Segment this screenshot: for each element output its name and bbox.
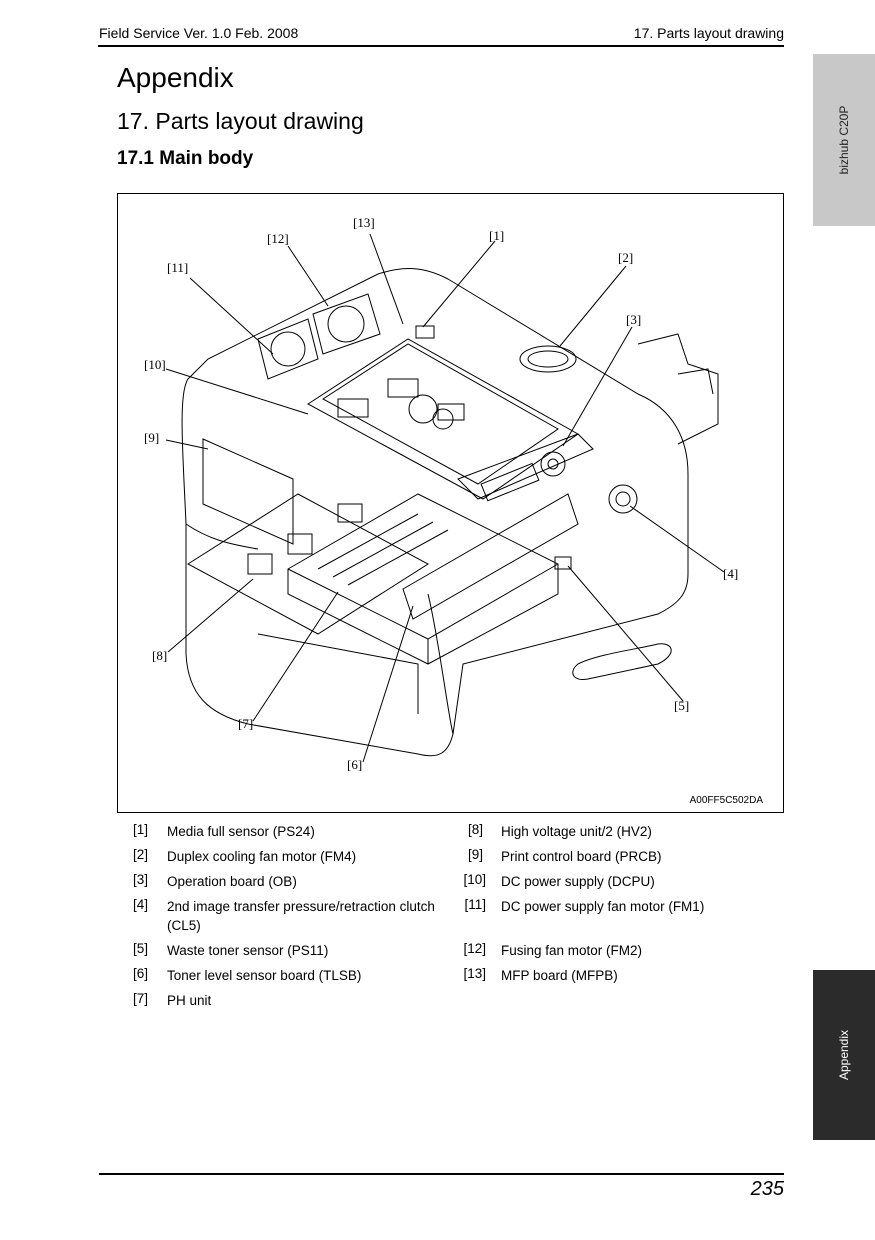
legend-num: [11]	[464, 897, 486, 912]
legend-text: MFP board (MFPB)	[501, 968, 618, 983]
legend-num: [2]	[132, 847, 148, 862]
header-left-text: Field Service Ver. 1.0 Feb. 2008	[99, 25, 299, 41]
callout-9: [9]	[144, 430, 160, 445]
side-tab-appendix: Appendix	[813, 970, 875, 1140]
legend-num: [13]	[463, 966, 486, 981]
callout-10: [10]	[144, 357, 166, 372]
header-rule	[98, 45, 784, 47]
side-tab-model: bizhub C20P	[813, 54, 875, 226]
callout-2: [2]	[618, 250, 634, 265]
header-right-text: 17. Parts layout drawing	[633, 25, 784, 41]
legend-num: [1]	[132, 822, 148, 837]
legend-text: Media full sensor (PS24)	[167, 824, 315, 839]
legend-text: High voltage unit/2 (HV2)	[501, 824, 652, 839]
legend-text: 2nd image transfer pressure/retraction c…	[167, 899, 435, 933]
callout-4: [4]	[723, 566, 739, 581]
callout-1: [1]	[489, 228, 505, 243]
legend-num: [9]	[467, 847, 483, 862]
legend-num: [3]	[132, 872, 148, 887]
legend-text: Fusing fan motor (FM2)	[501, 943, 643, 958]
legend-num: [8]	[467, 822, 483, 837]
callout-13: [13]	[353, 215, 375, 230]
legend-text: Operation board (OB)	[167, 874, 297, 889]
callout-12: [12]	[267, 231, 289, 246]
callout-3: [3]	[626, 312, 642, 327]
section-heading: 17. Parts layout drawing	[117, 108, 364, 134]
side-tab-appendix-label: Appendix	[837, 1029, 851, 1081]
subsection-heading: 17.1 Main body	[117, 148, 254, 169]
page-number: 235	[750, 1178, 784, 1200]
legend-num: [10]	[463, 872, 486, 887]
legend-num: [4]	[132, 897, 148, 912]
legend-text: Print control board (PRCB)	[501, 849, 662, 864]
legend-text: Duplex cooling fan motor (FM4)	[167, 849, 357, 864]
legend-text: Waste toner sensor (PS11)	[167, 943, 329, 958]
legend-text: DC power supply fan motor (FM1)	[501, 899, 705, 914]
callout-6: [6]	[347, 757, 363, 772]
callout-5: [5]	[674, 698, 690, 713]
printer-exploded-drawing	[165, 233, 725, 763]
callout-8: [8]	[152, 648, 168, 663]
legend-num: [5]	[132, 941, 148, 956]
parts-layout-figure: [13] [12] [1] [2] [11] [3] [10] [9] [4] …	[117, 193, 784, 813]
legend-text: DC power supply (DCPU)	[501, 874, 655, 889]
page-title: Appendix	[117, 62, 234, 93]
callout-11: [11]	[167, 260, 189, 275]
side-tab-model-label: bizhub C20P	[837, 105, 851, 175]
legend-num: [7]	[132, 991, 148, 1006]
callout-7: [7]	[238, 716, 254, 731]
legend-text: Toner level sensor board (TLSB)	[167, 968, 362, 983]
legend-text: PH unit	[167, 993, 212, 1008]
footer-rule	[99, 1173, 784, 1175]
legend-num: [12]	[463, 941, 486, 956]
legend-num: [6]	[132, 966, 148, 981]
figure-code: A00FF5C502DA	[689, 795, 763, 806]
